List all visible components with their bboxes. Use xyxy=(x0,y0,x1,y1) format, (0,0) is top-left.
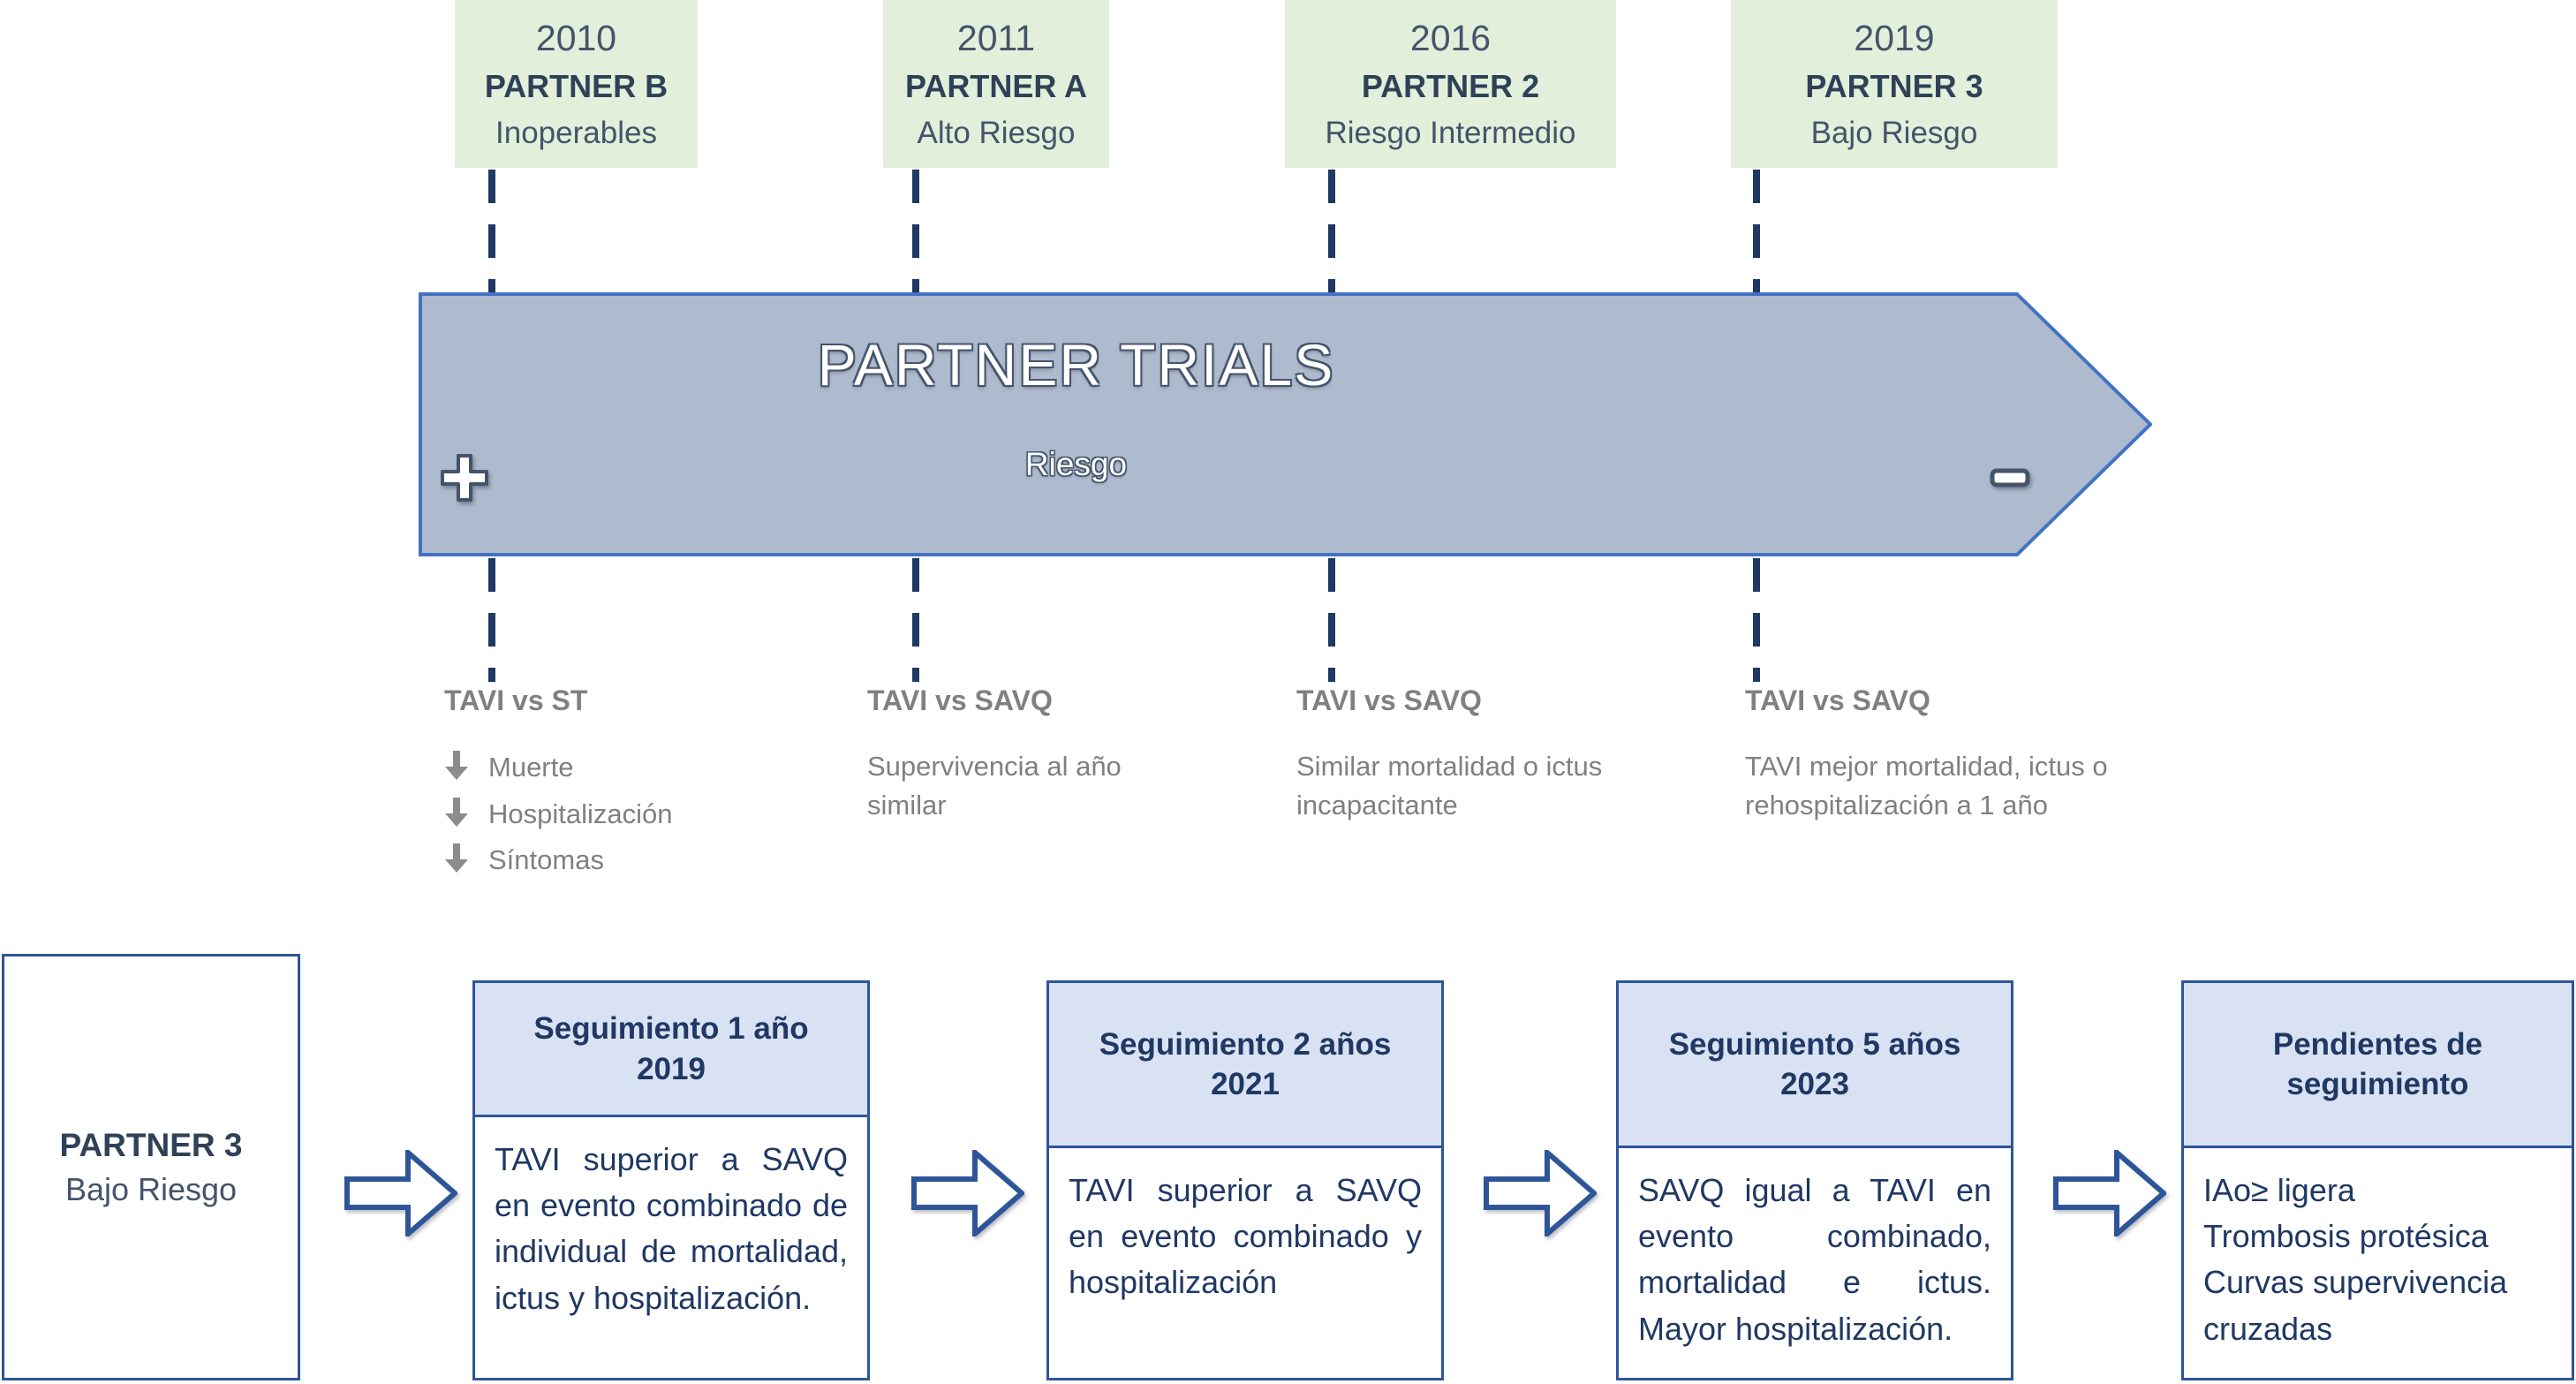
flow-start-content: PARTNER 3 Bajo Riesgo xyxy=(4,957,298,1378)
trial-card-name: PARTNER A xyxy=(905,68,1087,105)
trial-card-year: 2019 xyxy=(1854,18,1935,59)
banner-title: PARTNER TRIALS xyxy=(817,332,1335,397)
connector-line-top-1 xyxy=(488,170,495,293)
trial-card-risk: Alto Riesgo xyxy=(917,115,1076,150)
plus-sign-icon xyxy=(441,454,488,502)
down-arrow-icon xyxy=(445,797,468,827)
flow-step-header-line1: Seguimiento 2 años xyxy=(1099,1026,1392,1062)
right-arrow-icon-2 xyxy=(1484,1150,1597,1237)
flow-step-header-line2: seguimiento xyxy=(2286,1067,2469,1101)
flow-step-box-1[interactable]: Seguimiento 1 año 2019 TAVI superior a S… xyxy=(472,980,870,1380)
flow-step-header-4: Pendientes de seguimiento xyxy=(2184,983,2572,1148)
connector-line-bottom-3 xyxy=(1328,558,1335,682)
connector-line-top-2 xyxy=(912,170,919,293)
trial-card-name: PARTNER 3 xyxy=(1805,68,1983,105)
connector-line-bottom-2 xyxy=(912,558,919,682)
flow-step-header-3: Seguimiento 5 años 2023 xyxy=(1619,983,2011,1148)
result-comparison-label: TAVI vs SAVQ xyxy=(1296,684,1482,716)
flow-step-header-line1: Seguimiento 5 años xyxy=(1668,1026,1961,1062)
trial-card-partner-a[interactable]: 2011 PARTNER A Alto Riesgo xyxy=(883,0,1109,168)
right-arrow-icon-3 xyxy=(2053,1150,2166,1237)
flow-step-header-line1: Seguimiento 1 año xyxy=(533,1011,809,1046)
connector-line-bottom-4 xyxy=(1753,558,1760,682)
flow-step-box-4[interactable]: Pendientes de seguimiento IAo≥ ligera Tr… xyxy=(2181,980,2574,1380)
result-comparison-label: TAVI vs SAVQ xyxy=(1745,684,1930,716)
trial-card-partner-3[interactable]: 2019 PARTNER 3 Bajo Riesgo xyxy=(1731,0,2058,168)
result-bullet-list: Muerte Hospitalización Síntomas xyxy=(444,747,824,881)
trial-card-partner-2[interactable]: 2016 PARTNER 2 Riesgo Intermedio xyxy=(1285,0,1616,168)
trial-card-year: 2010 xyxy=(535,18,617,59)
flow-step-body-4: IAo≥ ligera Trombosis protésica Curvas s… xyxy=(2203,1172,2508,1347)
flow-step-box-3[interactable]: Seguimiento 5 años 2023 SAVQ igual a TAV… xyxy=(1616,980,2013,1380)
flow-step-body-2: TAVI superior a SAVQ en evento combinado… xyxy=(1069,1172,1422,1301)
list-item: Síntomas xyxy=(444,840,824,881)
list-item-label: Muerte xyxy=(488,752,574,783)
trial-card-risk: Riesgo Intermedio xyxy=(1325,115,1576,150)
minus-sign-icon xyxy=(1990,468,2030,488)
list-item-label: Síntomas xyxy=(488,844,604,875)
result-description: Supervivencia al año similar xyxy=(867,751,1122,821)
flow-step-header-line1: Pendientes de xyxy=(2272,1026,2483,1062)
connector-line-top-3 xyxy=(1328,170,1335,293)
trial-card-risk: Bajo Riesgo xyxy=(1810,115,1978,150)
result-comparison-label: TAVI vs SAVQ xyxy=(867,684,1053,716)
flow-step-header-1: Seguimiento 1 año 2019 xyxy=(475,983,867,1117)
right-arrow-icon-1 xyxy=(911,1150,1024,1237)
flow-start-subtitle: Bajo Riesgo xyxy=(64,1170,238,1207)
flow-step-body-3: SAVQ igual a TAVI en evento combinado, m… xyxy=(1638,1172,1991,1347)
trial-card-name: PARTNER 2 xyxy=(1361,68,1540,105)
result-column-2: TAVI vs SAVQ Supervivencia al año simila… xyxy=(867,684,1194,825)
partner-trials-banner[interactable] xyxy=(419,292,2152,556)
down-arrow-icon xyxy=(445,843,468,873)
flow-step-header-line2: 2019 xyxy=(637,1051,706,1086)
trial-card-risk: Inoperables xyxy=(495,115,657,150)
result-description: Similar mortalidad o ictus incapacitante xyxy=(1296,751,1603,821)
connector-line-bottom-1 xyxy=(488,558,495,682)
flow-step-header-line2: 2021 xyxy=(1211,1067,1280,1101)
flow-step-box-2[interactable]: Seguimiento 2 años 2021 TAVI superior a … xyxy=(1046,980,1444,1380)
list-item: Muerte xyxy=(444,747,824,789)
list-item-label: Hospitalización xyxy=(488,798,673,829)
trial-card-name: PARTNER B xyxy=(484,68,669,105)
banner-arrow-shape xyxy=(419,292,2152,556)
trial-card-year: 2011 xyxy=(956,18,1036,59)
list-item: Hospitalización xyxy=(444,794,824,836)
flow-step-header-line2: 2023 xyxy=(1780,1067,1849,1101)
result-description: TAVI mejor mortalidad, ictus o rehospita… xyxy=(1745,751,2108,821)
result-column-3: TAVI vs SAVQ Similar mortalidad o ictus … xyxy=(1296,684,1667,825)
flow-step-body-1: TAVI superior a SAVQ en evento combinado… xyxy=(495,1141,848,1316)
trial-card-year: 2016 xyxy=(1409,18,1492,59)
flow-start-title: PARTNER 3 xyxy=(59,1126,243,1163)
banner-subtitle: Riesgo xyxy=(1024,446,1128,482)
trial-card-partner-b[interactable]: 2010 PARTNER B Inoperables xyxy=(455,0,698,168)
result-column-1: TAVI vs ST Muerte Hospitalización Síntom… xyxy=(444,684,824,887)
result-column-4: TAVI vs SAVQ TAVI mejor mortalidad, ictu… xyxy=(1745,684,2134,825)
connector-line-top-4 xyxy=(1753,170,1760,293)
right-arrow-icon-0 xyxy=(344,1150,457,1237)
flow-start-box[interactable]: PARTNER 3 Bajo Riesgo xyxy=(2,954,300,1380)
result-comparison-label: TAVI vs ST xyxy=(444,684,588,716)
down-arrow-icon xyxy=(445,751,468,780)
flow-step-header-2: Seguimiento 2 años 2021 xyxy=(1049,983,1441,1148)
